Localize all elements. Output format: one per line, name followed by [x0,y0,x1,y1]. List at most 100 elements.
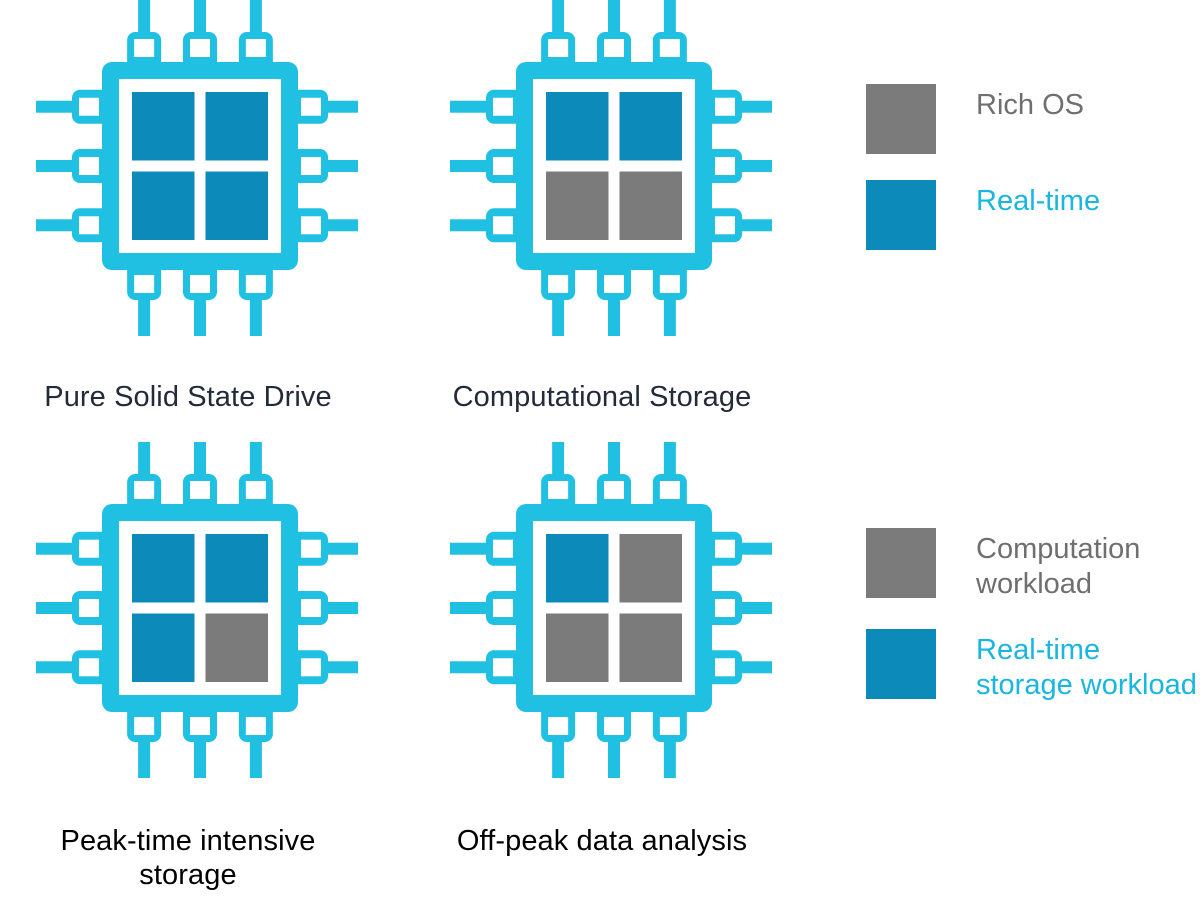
chip-quadrant-bottom-left [132,171,195,240]
chip-pin-stem [736,602,772,614]
chip-pin-stem [736,661,772,674]
chip-pin-stem [322,100,358,113]
chip-quadrant-bottom-right [205,171,268,240]
chip-pin-notch [548,39,569,57]
chip-pin-notch [715,157,735,175]
legend-swatch-rich-os [866,84,936,154]
chip-pin-notch [493,658,513,677]
legend-label-real-time-storage-workload: Real-time storage workload [976,633,1197,702]
chip-pin-stem [663,0,676,38]
chip-pin-stem [138,0,151,38]
chip-computational-storage [432,0,772,340]
chip-pin-notch [245,275,266,293]
chip-quadrant-top-right [619,534,682,603]
chip-pin-stem [608,442,620,480]
chip-pin-notch [79,97,99,116]
chip-quadrant-top-left [132,92,195,161]
chip-pin-stem [322,160,358,172]
legend-label-real-time: Real-time [976,185,1101,217]
chip-pin-stem [249,294,262,336]
chip-pin-stem [249,736,262,778]
chip-pin-notch [493,599,513,617]
chip-off-peak-data-analysis [432,442,772,782]
chip-quadrant-top-right [205,92,268,161]
chip-pin-notch [715,539,735,558]
legend-swatch-computation-workload [866,528,936,598]
chip-pin-stem [608,0,620,38]
chip-pin-notch [245,717,266,735]
chip-pin-stem [608,294,620,336]
chip-pin-notch [301,599,321,617]
legend-label-computation-workload: Computation workload [976,533,1141,601]
chip-pin-stem [194,294,206,336]
chip-pin-stem [36,100,78,113]
chip-pin-notch [604,481,624,499]
chip-pin-stem [450,160,492,172]
chip-pin-notch [190,275,210,293]
chip-quadrant-bottom-right [205,613,268,682]
chip-pin-notch [493,216,513,235]
chip-pin-stem [736,160,772,172]
caption-pure-solid-state-drive: Pure Solid State Drive [44,381,332,413]
chip-pin-stem [36,661,78,674]
chip-pin-stem [194,442,206,480]
chip-pin-stem [36,160,78,172]
chip-pin-stem [322,542,358,555]
chip-pin-stem [552,442,565,480]
chip-pin-stem [736,219,772,232]
chip-pin-notch [79,658,99,677]
chip-pin-stem [322,661,358,674]
chip-quadrant-top-left [546,534,609,603]
chip-quadrant-top-left [546,92,609,161]
chip-pin-stem [138,294,151,336]
chip-quadrant-bottom-right [619,171,682,240]
chip-pin-notch [134,481,155,499]
chip-pin-notch [604,39,624,57]
chip-pin-stem [36,542,78,555]
chip-pin-stem [36,219,78,232]
chip-pin-stem [663,736,676,778]
chip-pin-notch [190,481,210,499]
chip-pin-stem [322,602,358,614]
caption-computational-storage: Computational Storage [452,381,752,413]
chip-pin-notch [548,275,569,293]
chip-pin-stem [249,0,262,38]
chip-pin-stem [138,442,151,480]
legend-label-rich-os: Rich OS [976,89,1084,121]
chip-pin-stem [552,736,565,778]
caption-peak-time-intensive-storage: Peak-time intensive storage [60,825,316,892]
chip-icon [450,0,772,336]
chip-pin-notch [79,216,99,235]
chip-pin-stem [36,602,78,614]
legend-swatch-real-time-storage-workload [866,628,936,699]
chip-pin-notch [604,717,624,735]
chip-quadrant-bottom-left [546,613,609,682]
chip-quadrant-top-right [205,534,268,603]
chip-pin-notch [301,97,321,116]
legend-item: Computation workload [866,528,1197,603]
chip-pin-notch [301,157,321,175]
legend-swatch-real-time [866,180,936,250]
chip-pin-notch [659,717,680,735]
chip-pin-notch [245,39,266,57]
legend-bottom: Computation workload Real-time storage w… [866,528,1197,730]
chip-quadrant-bottom-left [546,171,609,240]
chip-pin-notch [301,658,321,677]
chip-icon [36,442,358,778]
chip-pin-notch [659,481,680,499]
legend-item: Real-time [866,180,1100,250]
chip-pin-stem [138,736,151,778]
chip-pin-stem [194,736,206,778]
chip-pin-notch [301,539,321,558]
chip-pin-stem [194,0,206,38]
chip-quadrant-bottom-left [132,613,195,682]
chip-pin-stem [450,100,492,113]
chip-pin-notch [715,658,735,677]
chip-pin-stem [450,661,492,674]
legend-item: Rich OS [866,84,1100,154]
chip-pin-notch [134,275,155,293]
chip-pin-notch [604,275,624,293]
chip-pin-notch [548,481,569,499]
chip-pin-stem [663,442,676,480]
chip-pin-notch [715,216,735,235]
